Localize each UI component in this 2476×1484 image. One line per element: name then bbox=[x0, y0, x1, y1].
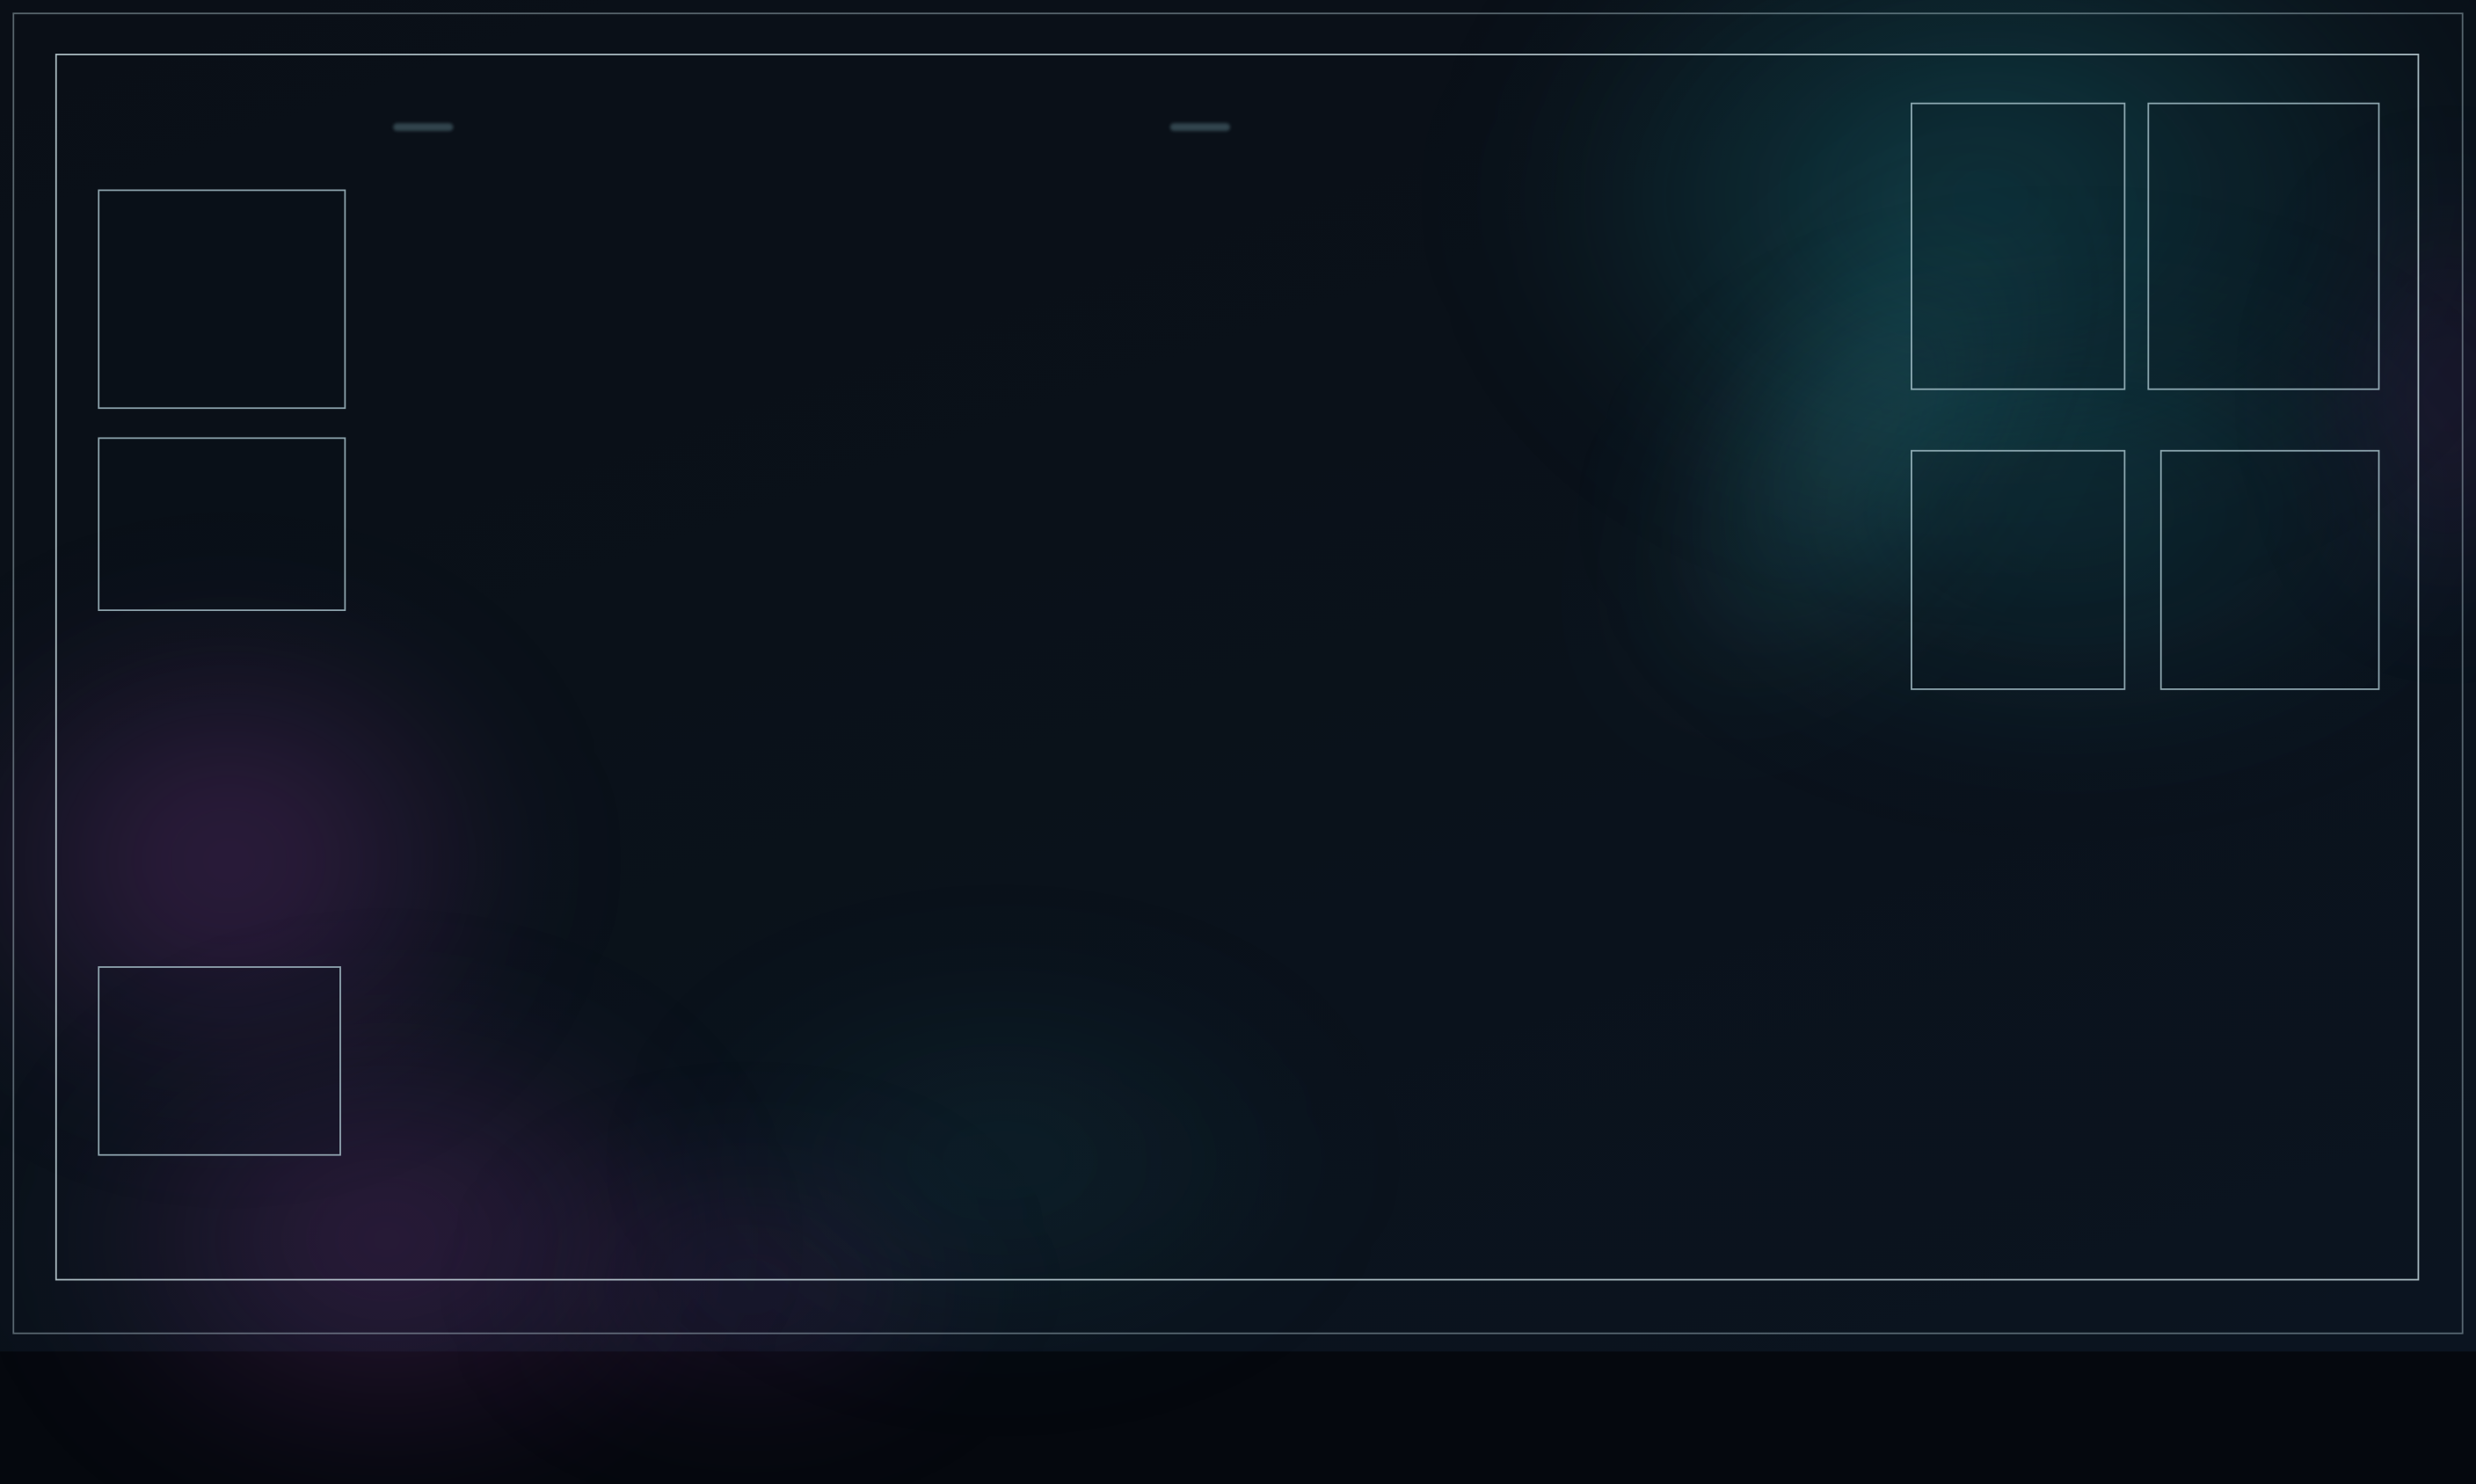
inset-water-pump-box bbox=[98, 966, 341, 1156]
inset-motor-box bbox=[98, 437, 346, 612]
ruler-scale bbox=[0, 1301, 2476, 1320]
inset-cable-drum-box bbox=[1911, 102, 2126, 390]
inset-filter-schematic-box bbox=[2159, 449, 2380, 690]
main-frame bbox=[55, 54, 2420, 1281]
gantry-b-subtext bbox=[1169, 123, 1231, 132]
inset-winch-box bbox=[98, 189, 346, 410]
gantry-a-subtext bbox=[393, 123, 454, 132]
outer-frame bbox=[12, 12, 2464, 1335]
inset-drive-motor-box bbox=[2147, 102, 2380, 390]
inset-water-schematic-box bbox=[1911, 449, 2126, 690]
blueprint-linework bbox=[0, 0, 2476, 1351]
